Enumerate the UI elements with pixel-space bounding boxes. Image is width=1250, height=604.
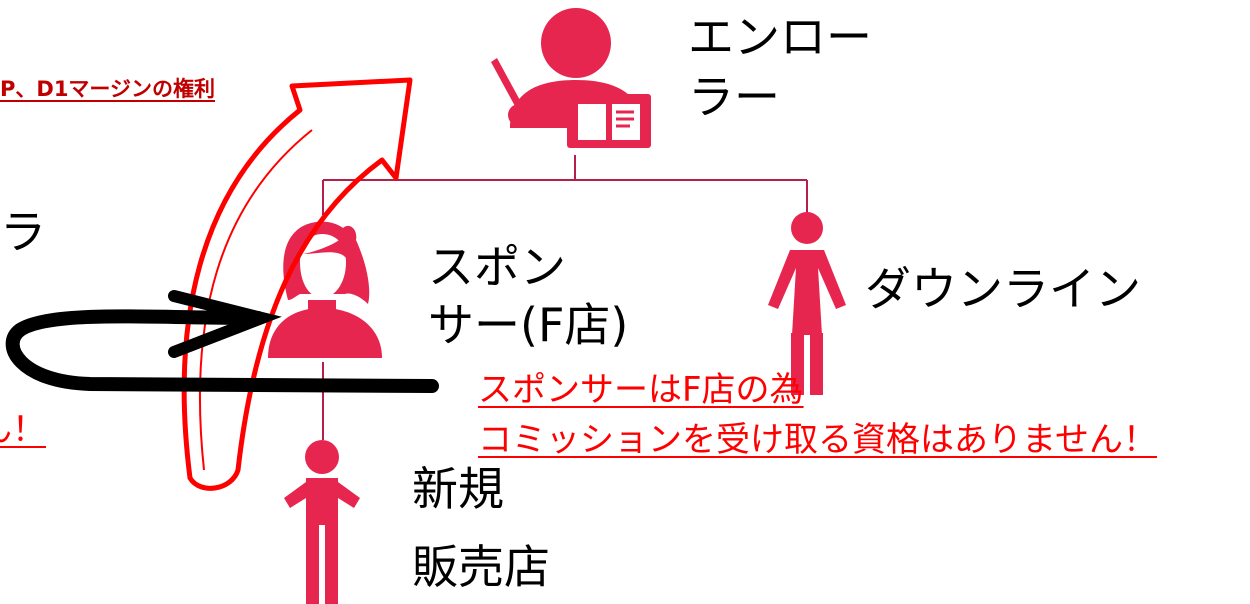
left-partial-label: ラ	[0, 205, 46, 259]
enroller-label-line2: ラー	[688, 70, 780, 124]
sponsor-label-line1: スポン	[428, 240, 566, 294]
sponsor-label-line2: サー(F店)	[428, 298, 629, 352]
left-cut-note: ん！	[0, 410, 46, 450]
margin-rights-note: P、D1マージンの権利	[0, 77, 216, 101]
sponsor-note-line1: スポンサーはF店の為	[478, 370, 804, 410]
new-dealer-label-line1: 新規	[412, 462, 504, 516]
new-dealer-label-line2: 販売店	[412, 540, 550, 594]
sponsor-note-line2: コミッションを受け取る資格はありません！	[478, 420, 1157, 460]
enroller-label-line1: エンロー	[688, 10, 872, 64]
downline-label: ダウンライン	[865, 262, 1141, 316]
